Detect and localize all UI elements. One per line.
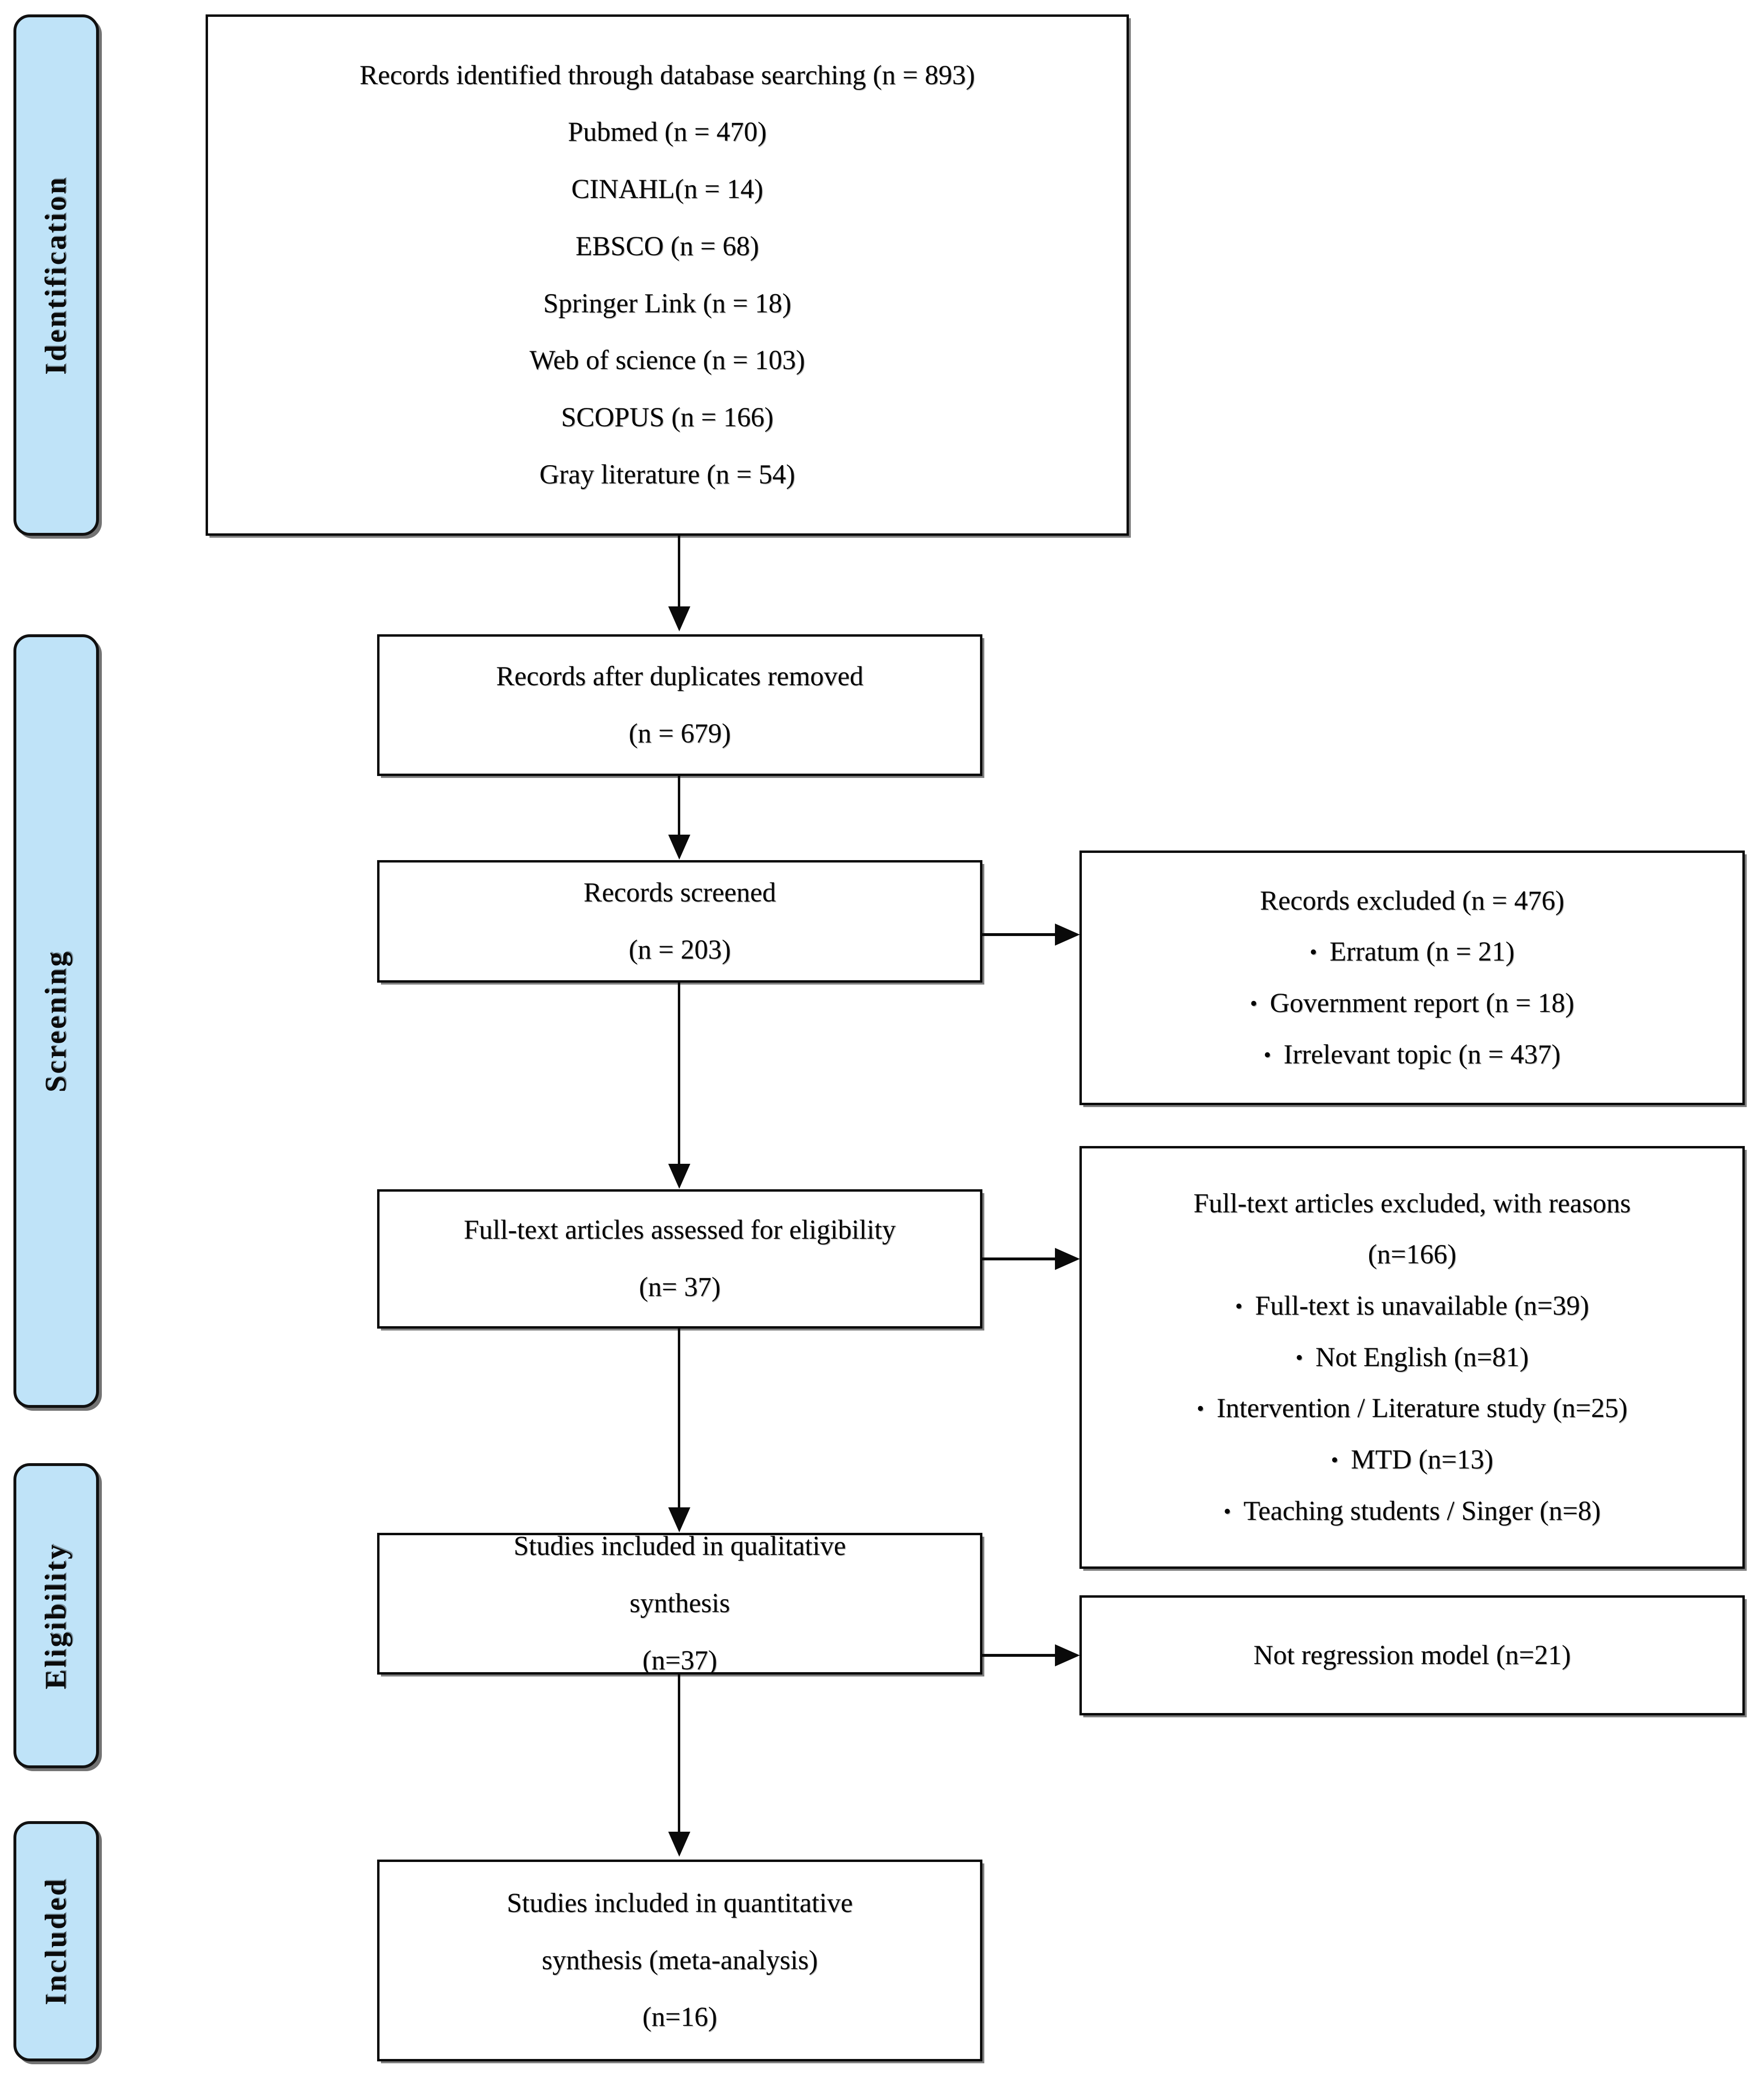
connector-screened-to-excluded (982, 933, 1059, 936)
arrowhead-down-duplicates (668, 606, 690, 631)
box-records-screened: Records screened (n = 203) (377, 860, 982, 983)
stage-label-identification: Identification (39, 175, 73, 375)
source-scopus: SCOPUS (n = 166) (561, 402, 774, 432)
records-excluded-title: Records excluded (n = 476) (1260, 885, 1565, 916)
fulltext-excluded-reason-mtd: MTD (n=13) (1331, 1444, 1494, 1475)
box-records-after-duplicates: Records after duplicates removed (n = 67… (377, 634, 982, 776)
stage-label-screening: Screening (39, 949, 73, 1093)
arrowhead-down-fulltext (668, 1164, 690, 1189)
fulltext-assessed-label: Full-text articles assessed for eligibil… (464, 1215, 896, 1245)
quantitative-synthesis-label-line2: synthesis (meta-analysis) (541, 1945, 818, 1975)
stage-pill-eligibility: Eligibility (13, 1463, 99, 1768)
arrowhead-right-not-regression (1055, 1644, 1080, 1666)
box-records-excluded: Records excluded (n = 476) Erratum (n = … (1079, 850, 1745, 1105)
box-qualitative-synthesis: Studies included in qualitative synthesi… (377, 1533, 982, 1675)
box-not-regression-model: Not regression model (n=21) (1079, 1595, 1745, 1715)
box-fulltext-assessed: Full-text articles assessed for eligibil… (377, 1189, 982, 1329)
arrowhead-right-fulltext-excluded (1055, 1248, 1080, 1270)
records-excluded-reason-erratum: Erratum (n = 21) (1310, 937, 1515, 967)
box-fulltext-excluded: Full-text articles excluded, with reason… (1079, 1146, 1745, 1569)
source-cinahl: CINAHL(n = 14) (571, 174, 763, 205)
fulltext-excluded-count: (n=166) (1368, 1239, 1457, 1270)
stage-pill-included: Included (13, 1821, 99, 2061)
fulltext-excluded-reason-unavailable: Full-text is unavailable (n=39) (1235, 1291, 1589, 1321)
stage-pill-screening: Screening (13, 634, 99, 1408)
qualitative-synthesis-label-line1: Studies included in qualitative (514, 1533, 846, 1562)
connector-screened-to-fulltext (678, 983, 680, 1165)
fulltext-excluded-reason-not-english: Not English (n=81) (1296, 1342, 1529, 1373)
records-screened-count: (n = 203) (628, 934, 731, 965)
records-excluded-reason-irrelevant-topic: Irrelevant topic (n = 437) (1263, 1039, 1561, 1070)
source-ebsco: EBSCO (n = 68) (575, 231, 760, 261)
connector-identification-to-duplicates (678, 536, 680, 608)
stage-pill-identification: Identification (13, 14, 99, 536)
stage-label-eligibility: Eligibility (39, 1542, 73, 1689)
connector-duplicates-to-screened (678, 776, 680, 836)
qualitative-synthesis-label-line2: synthesis (629, 1588, 730, 1619)
fulltext-excluded-title: Full-text articles excluded, with reason… (1193, 1188, 1631, 1219)
arrowhead-right-records-excluded (1055, 924, 1080, 946)
arrowhead-down-quantitative (668, 1832, 690, 1857)
fulltext-assessed-count: (n= 37) (639, 1272, 721, 1302)
fulltext-excluded-reason-teaching-students-singer: Teaching students / Singer (n=8) (1224, 1496, 1601, 1527)
source-web-of-science: Web of science (n = 103) (529, 345, 805, 376)
arrowhead-down-qualitative (668, 1507, 690, 1532)
not-regression-model-label: Not regression model (n=21) (1253, 1639, 1571, 1670)
connector-qualitative-to-not-regression (982, 1654, 1059, 1657)
source-springer-link: Springer Link (n = 18) (543, 288, 792, 319)
duplicates-removed-label: Records after duplicates removed (496, 661, 864, 691)
quantitative-synthesis-label-line1: Studies included in quantitative (506, 1887, 853, 1918)
records-identified-total: Records identified through database sear… (359, 60, 975, 90)
connector-fulltext-to-qualitative (678, 1329, 680, 1509)
duplicates-removed-count: (n = 679) (628, 718, 731, 749)
records-screened-label: Records screened (583, 877, 776, 908)
box-quantitative-synthesis: Studies included in quantitative synthes… (377, 1860, 982, 2061)
source-gray-literature: Gray literature (n = 54) (539, 459, 796, 490)
stage-label-included: Included (39, 1877, 73, 2006)
fulltext-excluded-reason-intervention-literature: Intervention / Literature study (n=25) (1197, 1393, 1628, 1424)
qualitative-synthesis-count: (n=37) (642, 1645, 717, 1675)
source-pubmed: Pubmed (n = 470) (568, 117, 767, 148)
box-records-identified: Records identified through database sear… (206, 14, 1129, 536)
records-excluded-reason-government-report: Government report (n = 18) (1250, 988, 1574, 1019)
arrowhead-down-screened (668, 835, 690, 860)
connector-qualitative-to-quantitative (678, 1675, 680, 1833)
quantitative-synthesis-count: (n=16) (642, 2002, 717, 2033)
connector-fulltext-to-excluded (982, 1257, 1059, 1260)
